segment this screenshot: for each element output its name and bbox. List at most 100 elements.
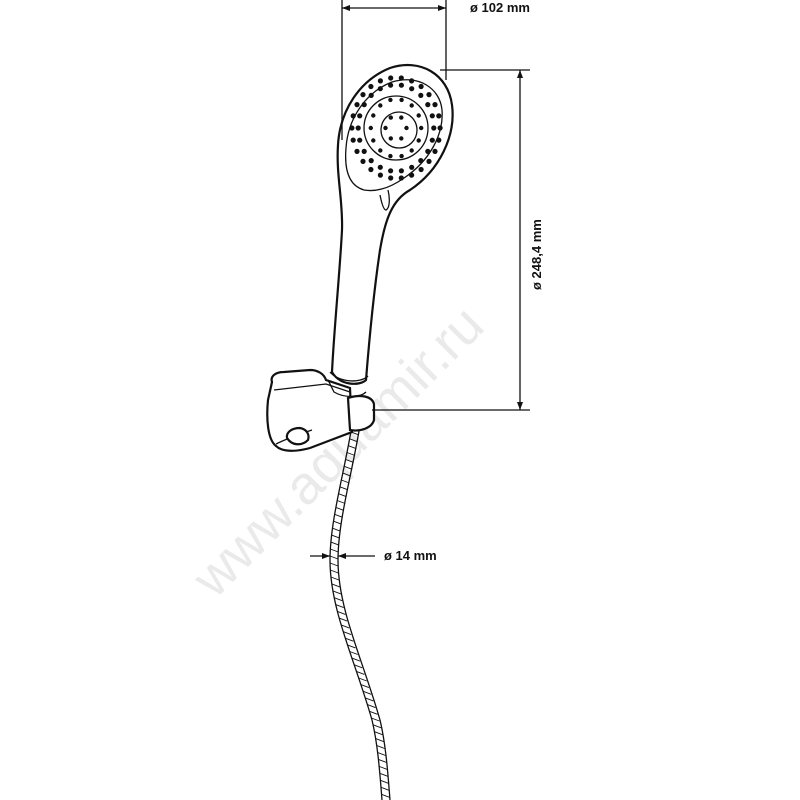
nozzle-dot xyxy=(349,125,355,131)
nozzle-dot xyxy=(383,125,388,131)
hose-diameter-dimension: ø 14 mm xyxy=(310,548,437,563)
nozzle-dot xyxy=(431,125,437,131)
nozzle-dot xyxy=(378,103,383,108)
nozzle-dot xyxy=(388,97,393,103)
hose-rib xyxy=(347,644,356,649)
hose-rib xyxy=(345,458,354,463)
hose-rib xyxy=(329,562,339,567)
hose-rib xyxy=(372,724,382,729)
hose-rib xyxy=(379,765,388,770)
spray-nozzles xyxy=(349,75,443,181)
nozzle-dot xyxy=(355,125,361,131)
nozzle-dot xyxy=(354,102,360,108)
hose-rib xyxy=(331,583,340,588)
head-diameter-dimension: ø 102 mm xyxy=(341,0,530,140)
hose-rib xyxy=(333,520,342,525)
nozzle-dot xyxy=(357,113,363,119)
hose-rib xyxy=(354,664,363,669)
hose-rib xyxy=(380,779,389,784)
hose-rib xyxy=(337,610,346,615)
hose-rib xyxy=(363,690,372,695)
nozzle-dot xyxy=(368,166,374,173)
hose-rib xyxy=(334,597,343,602)
hose-rib xyxy=(342,631,352,636)
nozzle-dot xyxy=(404,125,409,131)
nozzle-dot xyxy=(399,153,404,159)
nozzle-dot xyxy=(416,113,421,118)
hose-rib xyxy=(339,617,348,622)
nozzle-dot xyxy=(429,113,435,119)
nozzle-dot xyxy=(377,78,383,84)
nozzle-dot xyxy=(432,102,438,108)
length-label: ø 248,4 mm xyxy=(529,219,544,290)
nozzle-dot xyxy=(368,158,374,164)
hose-rib xyxy=(380,786,390,791)
hose-rib xyxy=(332,527,341,532)
nozzle-dot xyxy=(419,125,424,131)
nozzle-dot xyxy=(399,136,404,141)
nozzle-dot xyxy=(360,158,366,164)
nozzle-dot xyxy=(388,115,393,120)
hose-rib xyxy=(330,541,340,546)
nozzle-dot xyxy=(418,92,424,98)
hose-diameter-label: ø 14 mm xyxy=(384,548,437,563)
nozzle-dot xyxy=(368,125,373,131)
nozzle-dot xyxy=(361,148,367,154)
nozzle-dot xyxy=(360,92,366,98)
hose-rib xyxy=(371,717,380,722)
nozzle-dot xyxy=(409,78,415,84)
nozzle-dot xyxy=(426,92,432,98)
nozzle-dot xyxy=(437,125,443,131)
nozzle-dot xyxy=(398,75,404,81)
hose-rib xyxy=(349,438,358,443)
nozzle-dot xyxy=(418,166,424,173)
hose-rib xyxy=(375,738,384,743)
hand-shower xyxy=(327,63,454,398)
hose-rib xyxy=(338,493,347,498)
hose-rib xyxy=(381,793,390,798)
hose-rib xyxy=(345,637,354,642)
nozzle-dot xyxy=(398,175,404,181)
wall-holder xyxy=(266,368,376,452)
nozzle-dot xyxy=(371,138,376,143)
hose-rib xyxy=(337,500,346,504)
nozzle-dot xyxy=(425,148,431,154)
nozzle-dot xyxy=(388,153,393,159)
nozzle-dot xyxy=(388,136,393,141)
hose-rib xyxy=(334,513,343,518)
hose-rib xyxy=(335,506,345,511)
length-dimension: ø 248,4 mm xyxy=(372,69,544,411)
nozzle-dot xyxy=(371,113,376,118)
hose-rib xyxy=(377,752,386,756)
hose-rib xyxy=(360,684,370,689)
nozzle-dot xyxy=(426,158,432,164)
hose-rib xyxy=(358,677,367,682)
nozzle-dot xyxy=(350,137,356,143)
hose-rib xyxy=(349,651,358,655)
hose-rib xyxy=(335,604,344,609)
nozzle-dot xyxy=(399,97,404,103)
hose-rib xyxy=(330,548,339,553)
nozzle-dot xyxy=(377,86,383,92)
hose-rib xyxy=(379,772,388,777)
hose-rib xyxy=(374,731,383,736)
hose-rib xyxy=(330,569,339,574)
nozzle-dot xyxy=(350,113,356,119)
nozzle-dot xyxy=(409,148,414,153)
hose-rib xyxy=(356,670,365,675)
hose-rib xyxy=(339,486,349,491)
nozzle-dot xyxy=(418,83,424,90)
nozzle-dot xyxy=(377,172,383,178)
hose-rib xyxy=(348,445,357,450)
nozzle-dot xyxy=(357,137,363,143)
hose-rib xyxy=(330,576,340,581)
hose-rib xyxy=(378,758,387,763)
nozzle-dot xyxy=(361,102,367,108)
hose-rib xyxy=(340,624,350,629)
nozzle-dot xyxy=(409,86,415,92)
hose-rib xyxy=(332,590,342,595)
nozzle-dot xyxy=(398,168,404,174)
nozzle-dot xyxy=(388,175,394,181)
hose-rib xyxy=(346,452,356,456)
nozzle-dot xyxy=(418,158,424,164)
